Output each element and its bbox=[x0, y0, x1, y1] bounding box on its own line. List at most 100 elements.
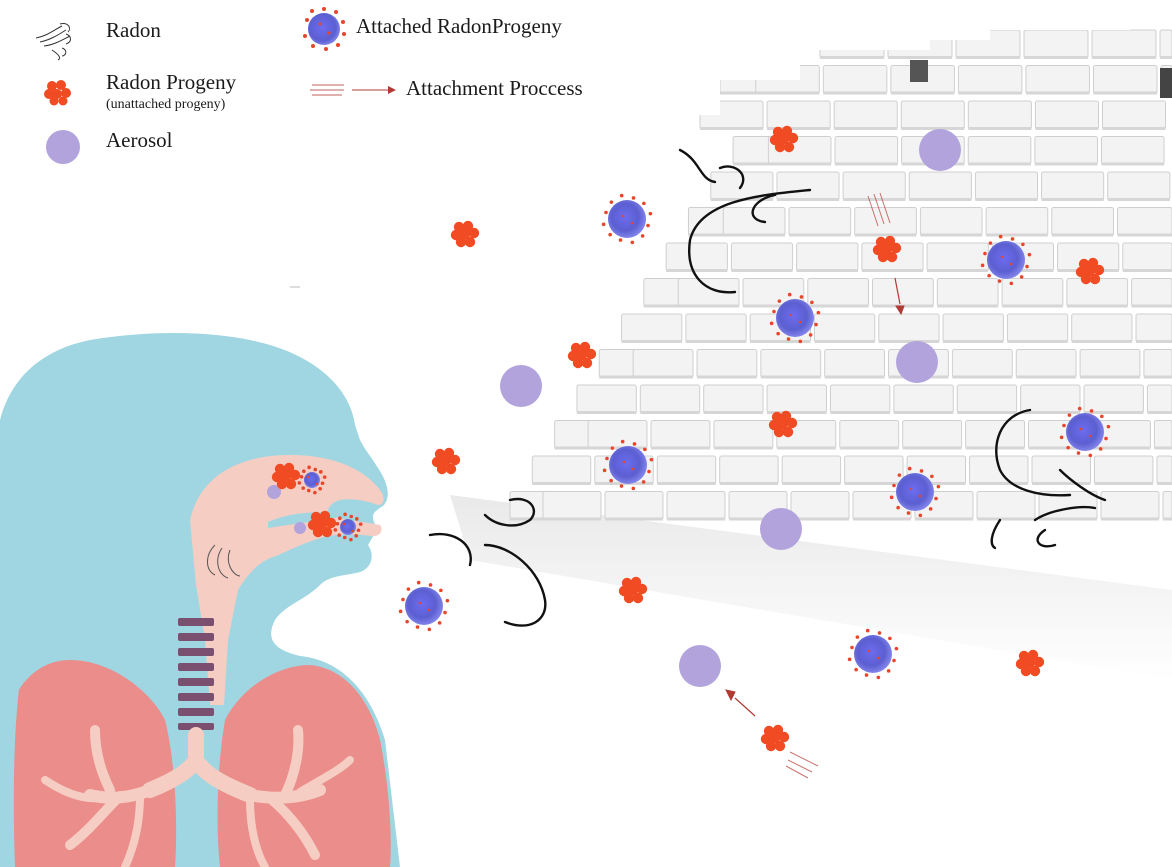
wall-brick-shadow bbox=[970, 482, 1028, 485]
wall-brick bbox=[605, 492, 663, 520]
wall-brick-shadow bbox=[720, 482, 778, 485]
wall-brick bbox=[731, 243, 792, 271]
wall-brick bbox=[797, 243, 858, 271]
wall-brick-shadow bbox=[894, 411, 953, 414]
wall-brick-shadow bbox=[825, 376, 885, 379]
aerosol-particle bbox=[896, 341, 938, 383]
wall-brick bbox=[782, 456, 840, 484]
wall-brick bbox=[901, 101, 964, 129]
wall-brick-shadow bbox=[823, 92, 887, 95]
wall-brick bbox=[1035, 137, 1098, 165]
wall-brick-shadow bbox=[789, 234, 851, 237]
wall-dark-gap bbox=[910, 60, 928, 82]
wall-brick bbox=[968, 137, 1031, 165]
wall-brick-shadow bbox=[777, 447, 836, 450]
wall-brick bbox=[1007, 314, 1067, 342]
wall-brick bbox=[704, 385, 763, 413]
wall-brick bbox=[1024, 30, 1088, 58]
wall-brick-shadow bbox=[1163, 518, 1172, 521]
wall-brick bbox=[1163, 492, 1172, 520]
wall-brick-shadow bbox=[968, 127, 1031, 130]
wall-brick-shadow bbox=[640, 411, 699, 414]
wall-brick bbox=[879, 314, 939, 342]
legend-radon-progeny-label: Radon Progeny bbox=[106, 70, 236, 95]
wall-brick-shadow bbox=[834, 127, 897, 130]
wall-brick bbox=[1072, 314, 1132, 342]
wall-brick bbox=[835, 137, 898, 165]
attached-radon-progeny bbox=[848, 629, 898, 679]
wall-brick bbox=[968, 101, 1031, 129]
wall-brick bbox=[855, 208, 917, 236]
wall-brick-shadow bbox=[678, 305, 739, 308]
wall-brick-shadow bbox=[704, 411, 763, 414]
wall-brick bbox=[651, 421, 710, 449]
wall-brick-shadow bbox=[830, 411, 889, 414]
wall-brick-shadow bbox=[1108, 198, 1170, 201]
wall-brick bbox=[840, 421, 899, 449]
wall-brick bbox=[543, 492, 601, 520]
wall-brick bbox=[814, 314, 874, 342]
wall-brick-shadow bbox=[1039, 518, 1097, 521]
wall-brick-shadow bbox=[605, 518, 663, 521]
aerosol-particle bbox=[919, 129, 961, 171]
wall-brick bbox=[791, 492, 849, 520]
wall-brick-shadow bbox=[1007, 340, 1067, 343]
wall-brick-shadow bbox=[1016, 376, 1076, 379]
wall-brick bbox=[1080, 350, 1140, 378]
wall-brick bbox=[952, 350, 1012, 378]
wall-brick-shadow bbox=[853, 518, 911, 521]
wall-brick bbox=[1102, 101, 1165, 129]
wall-brick bbox=[667, 492, 725, 520]
wall-brick-shadow bbox=[731, 269, 792, 272]
wall-brick-shadow bbox=[577, 411, 636, 414]
wall-brick bbox=[588, 421, 647, 449]
wall-brick-shadow bbox=[1067, 305, 1128, 308]
wall-brick-shadow bbox=[761, 376, 821, 379]
wall-brick bbox=[909, 172, 971, 200]
wall-brick bbox=[1117, 208, 1172, 236]
wall-brick-shadow bbox=[797, 269, 858, 272]
wall-brick bbox=[937, 279, 998, 307]
wall-brick-shadow bbox=[957, 411, 1016, 414]
wall-brick bbox=[1101, 492, 1159, 520]
wall-brick bbox=[834, 101, 897, 129]
wall-brick bbox=[1144, 350, 1172, 378]
wall-brick bbox=[808, 279, 869, 307]
wall-brick bbox=[903, 421, 962, 449]
wall-brick bbox=[1035, 101, 1098, 129]
attached-radon-progeny bbox=[981, 235, 1031, 285]
wall-brick bbox=[657, 456, 715, 484]
wall-brick-shadow bbox=[975, 198, 1037, 201]
wall-brick bbox=[761, 350, 821, 378]
wall-brick-shadow bbox=[909, 198, 971, 201]
wall-brick-shadow bbox=[1117, 234, 1172, 237]
wall-brick-shadow bbox=[686, 340, 746, 343]
wall-brick-shadow bbox=[1157, 482, 1172, 485]
wall-brick-shadow bbox=[835, 163, 898, 166]
wall-brick bbox=[927, 243, 988, 271]
legend: Radon Radon Progeny (unattached progeny)… bbox=[0, 0, 640, 170]
wall-brick bbox=[1084, 385, 1143, 413]
wall-brick bbox=[640, 385, 699, 413]
wall-brick bbox=[577, 385, 636, 413]
wall-brick-shadow bbox=[1042, 198, 1104, 201]
wall-brick bbox=[1136, 314, 1172, 342]
wall-brick bbox=[975, 172, 1037, 200]
wall-brick-shadow bbox=[1072, 340, 1132, 343]
wall-brick-shadow bbox=[700, 127, 763, 130]
legend-attached-progeny-label: Attached RadonProgeny bbox=[356, 14, 562, 39]
wall-brick bbox=[943, 314, 1003, 342]
wall-brick bbox=[1160, 30, 1172, 58]
wall-brick bbox=[767, 101, 830, 129]
wall-brick bbox=[1094, 456, 1152, 484]
wall-brick-shadow bbox=[723, 234, 785, 237]
aerosol-in-mouth bbox=[294, 522, 306, 534]
wall-brick-shadow bbox=[543, 518, 601, 521]
wall-brick bbox=[894, 385, 953, 413]
wall-brick-shadow bbox=[532, 482, 590, 485]
wall-brick bbox=[986, 208, 1048, 236]
wall-brick bbox=[823, 66, 887, 94]
wall-brick bbox=[789, 208, 851, 236]
wall-brick-shadow bbox=[1160, 56, 1172, 59]
wall-brick bbox=[966, 421, 1025, 449]
